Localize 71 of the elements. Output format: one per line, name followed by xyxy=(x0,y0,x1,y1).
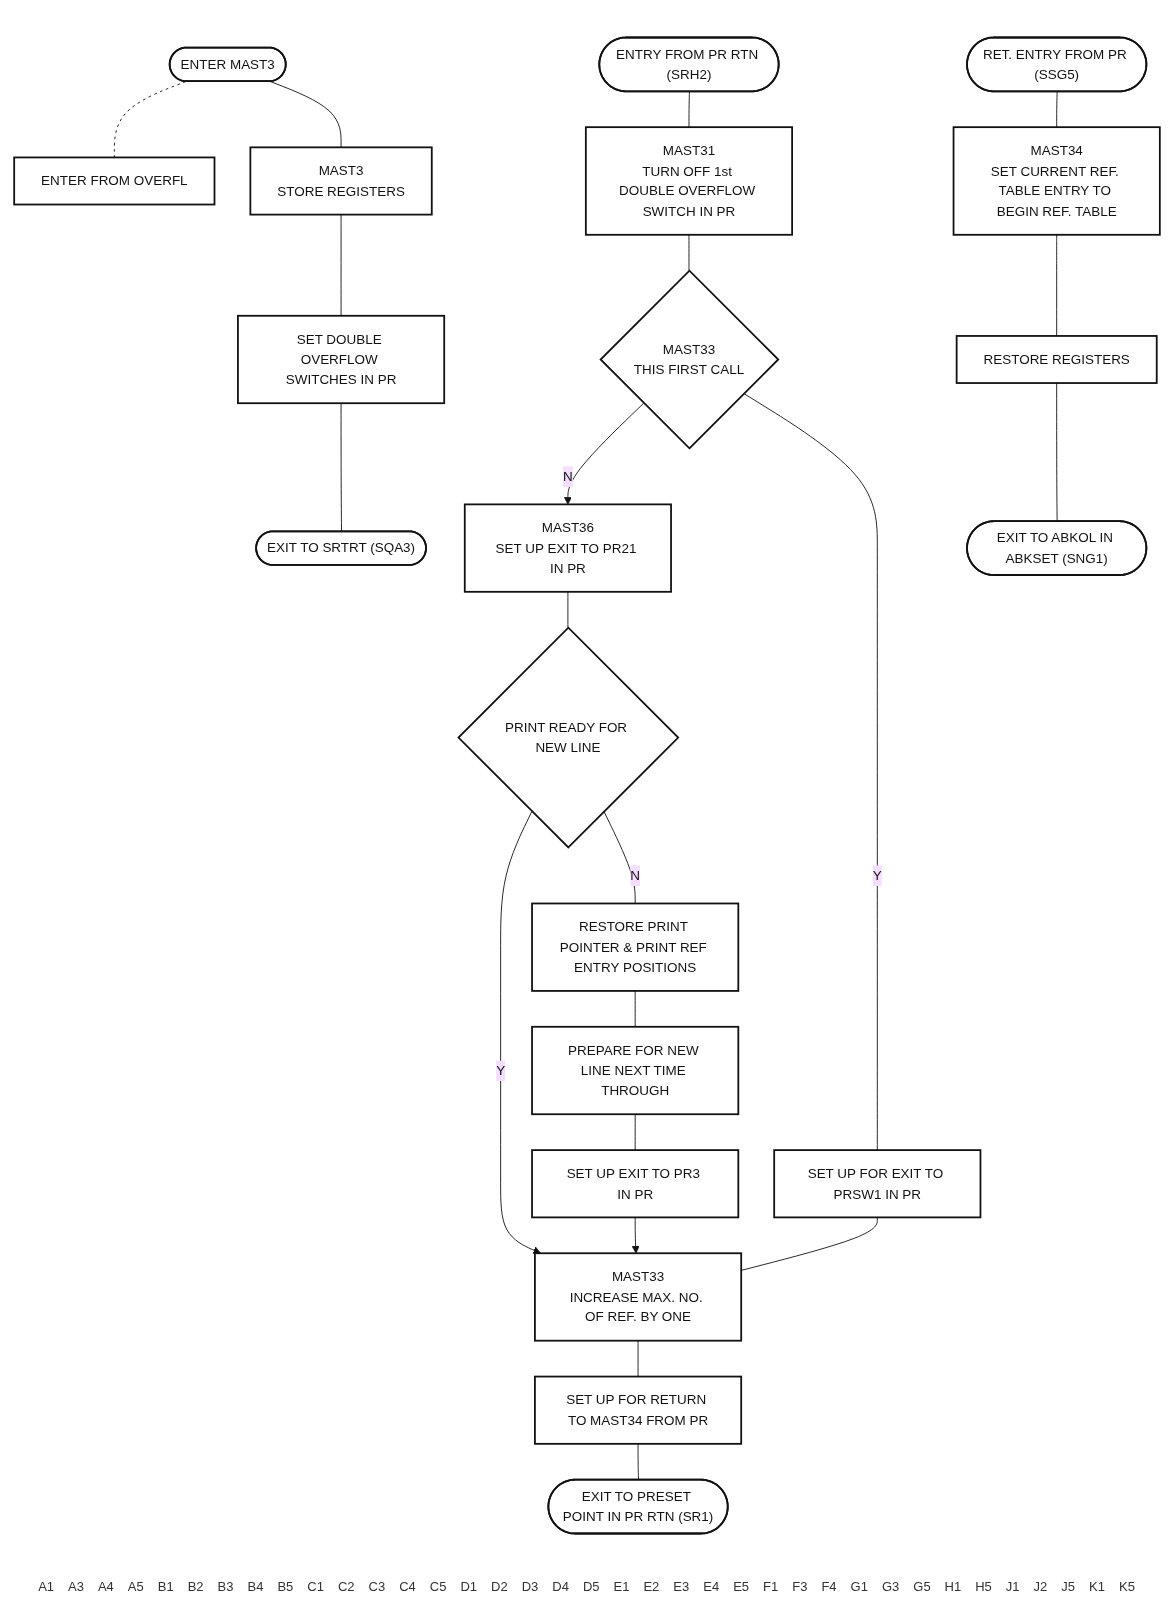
grid-reference: F1 xyxy=(763,1579,779,1594)
grid-reference: B3 xyxy=(217,1579,234,1594)
grid-reference: B1 xyxy=(157,1579,174,1594)
grid-reference: G3 xyxy=(881,1579,900,1594)
grid-reference: H1 xyxy=(944,1579,962,1594)
connector xyxy=(566,591,568,629)
connector xyxy=(340,402,342,533)
edge-label: Y xyxy=(495,1062,505,1078)
node-diamond: PRINT READY FOR NEW LINE xyxy=(456,626,679,849)
grid-reference: C2 xyxy=(337,1579,355,1594)
grid-reference: A3 xyxy=(68,1579,84,1594)
grid-reference: A5 xyxy=(127,1579,144,1594)
node-box: MAST31 TURN OFF 1st DOUBLE OVERFLOW SWITCH IN PR xyxy=(584,126,793,236)
grid-reference: E5 xyxy=(733,1579,750,1594)
grid-reference: D4 xyxy=(552,1579,569,1594)
node-box: MAST36 SET UP EXIT TO PR21 IN PR xyxy=(463,503,672,593)
grid-reference: C4 xyxy=(399,1579,416,1594)
node-diamond: MAST33 THIS FIRST CALL xyxy=(598,269,780,450)
connector xyxy=(1055,234,1057,337)
node-box: ENTER FROM OVERFL xyxy=(12,156,215,206)
grid-reference: K1 xyxy=(1089,1579,1105,1594)
connector xyxy=(634,1113,636,1151)
connector xyxy=(688,234,689,272)
node-box: SET UP FOR RETURN TO MAST34 FROM PR xyxy=(533,1375,742,1445)
connector xyxy=(602,810,636,904)
grid-reference: H5 xyxy=(975,1579,992,1594)
node-box: PREPARE FOR NEW LINE NEXT TIME THROUGH xyxy=(530,1025,739,1116)
grid-reference: J5 xyxy=(1061,1579,1076,1594)
node-box: MAST34 SET CURRENT REF. TABLE ENTRY TO BEGIN REF. TABLE xyxy=(952,126,1161,236)
node-box: SET UP EXIT TO PR3 IN PR xyxy=(530,1149,739,1219)
connector xyxy=(1055,91,1058,128)
grid-reference: C1 xyxy=(307,1579,324,1594)
connector xyxy=(740,1216,878,1271)
grid-reference: D5 xyxy=(582,1579,600,1594)
node-box: SET DOUBLE OVERFLOW SWITCHES IN PR xyxy=(236,314,445,405)
grid-reference: E3 xyxy=(673,1579,690,1594)
edge-label: N xyxy=(562,468,573,484)
grid-reference: B5 xyxy=(277,1579,294,1594)
connector xyxy=(269,81,341,148)
connector xyxy=(637,1443,639,1481)
grid-reference: E1 xyxy=(613,1579,630,1594)
node-box: SET UP FOR EXIT TO PRSW1 IN PR xyxy=(772,1149,981,1219)
grid-reference: D1 xyxy=(460,1579,478,1594)
grid-reference: C3 xyxy=(368,1579,386,1594)
edge-label: Y xyxy=(872,867,882,883)
grid-reference: E2 xyxy=(643,1579,660,1594)
grid-reference: F4 xyxy=(821,1579,837,1594)
edge-label: N xyxy=(629,867,640,883)
connector xyxy=(1055,382,1058,523)
node-box: MAST3 STORE REGISTERS xyxy=(248,146,433,216)
node-box: RESTORE PRINT POINTER & PRINT REF ENTRY POSITIONS xyxy=(530,902,739,992)
grid-reference: J1 xyxy=(1005,1579,1020,1594)
grid-reference: K5 xyxy=(1118,1579,1135,1594)
grid-reference: C5 xyxy=(429,1579,447,1594)
node-box: RESTORE REGISTERS xyxy=(955,335,1158,384)
connector xyxy=(688,91,690,128)
grid-reference: G1 xyxy=(850,1579,868,1594)
connector xyxy=(637,1340,638,1377)
grid-reference: E4 xyxy=(703,1579,720,1594)
grid-reference: G5 xyxy=(913,1579,931,1594)
node-box: MAST33 INCREASE MAX. NO. OF REF. BY ONE xyxy=(533,1252,742,1342)
grid-reference: A4 xyxy=(97,1579,114,1594)
grid-reference: B2 xyxy=(187,1579,204,1594)
connector xyxy=(634,990,636,1028)
connector xyxy=(340,214,341,317)
grid-reference: D2 xyxy=(491,1579,508,1594)
grid-reference: F3 xyxy=(792,1579,808,1594)
grid-reference: D3 xyxy=(521,1579,539,1594)
grid-reference: B4 xyxy=(247,1579,264,1594)
grid-reference: J2 xyxy=(1033,1579,1048,1594)
grid-reference: A1 xyxy=(38,1579,55,1594)
